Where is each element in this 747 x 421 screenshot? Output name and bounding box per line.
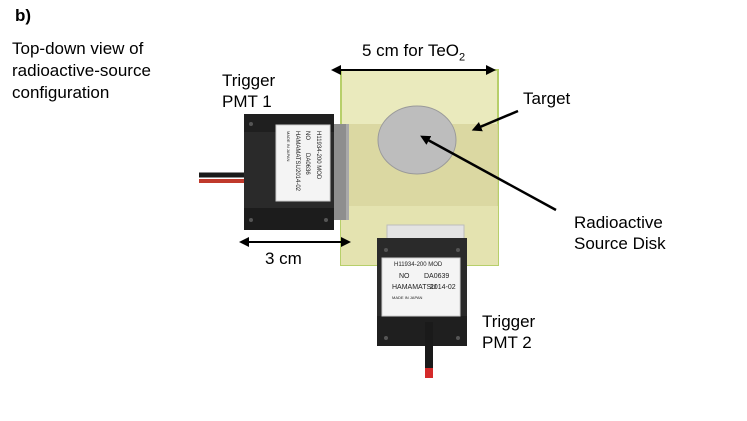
pmt1-label: Trigger PMT 1 (222, 70, 275, 112)
pmt2-label-line-2: PMT 2 (482, 333, 532, 352)
pmt2-date: 2014-02 (430, 284, 456, 291)
caption: Top-down view of radioactive-source conf… (12, 38, 151, 104)
pmt-1: H11934-200 MOD NO DA0636 HAMAMATSU 2014-… (199, 114, 349, 230)
pmt2-origin: MADE IN JAPAN (392, 295, 422, 300)
source-disk-label: Radioactive Source Disk (574, 212, 666, 254)
pmt1-model: H11934-200 MOD (315, 131, 321, 180)
pmt2-serial: DA0639 (424, 273, 449, 280)
pmt1-origin: MADE IN JAPAN (286, 131, 291, 161)
pmt1-label-line-2: PMT 1 (222, 92, 272, 111)
pmt2-model: H11934-200 MOD (394, 262, 443, 268)
pmt1-date: 2014-02 (294, 169, 300, 192)
pmt1-serial: DA0636 (304, 153, 310, 175)
caption-line-3: configuration (12, 83, 110, 102)
caption-line-1: Top-down view of (12, 39, 144, 58)
pmt2-maker: HAMAMATSU (392, 284, 436, 291)
source-disk-label-line-1: Radioactive (574, 213, 663, 232)
caption-line-2: radioactive-source (12, 61, 151, 80)
pmt2-label-line-1: Trigger (482, 312, 536, 331)
target-label: Target (523, 89, 571, 108)
dim-5cm-label: 5 cm for TeO2 (362, 41, 466, 64)
source-disk (377, 105, 457, 175)
panel-label: b) (15, 6, 32, 25)
pmt1-label-line-1: Trigger (222, 71, 276, 90)
pmt2-no: NO (399, 273, 410, 280)
pmt2-cable-tip (425, 368, 433, 378)
pmt1-maker: HAMAMATSU (294, 131, 300, 169)
pmt1-no: NO (304, 131, 310, 140)
dim-3cm-label: 3 cm (265, 249, 302, 268)
pmt2-cable (425, 322, 433, 370)
source-disk-label-line-2: Source Disk (574, 234, 666, 253)
target-pointer-arrow (471, 109, 519, 132)
pmt-2: H11934-200 MOD NO DA0639 HAMAMATSU 2014-… (377, 224, 467, 378)
source-pointer-arrow (420, 135, 557, 212)
pmt2-label: Trigger PMT 2 (482, 311, 535, 353)
